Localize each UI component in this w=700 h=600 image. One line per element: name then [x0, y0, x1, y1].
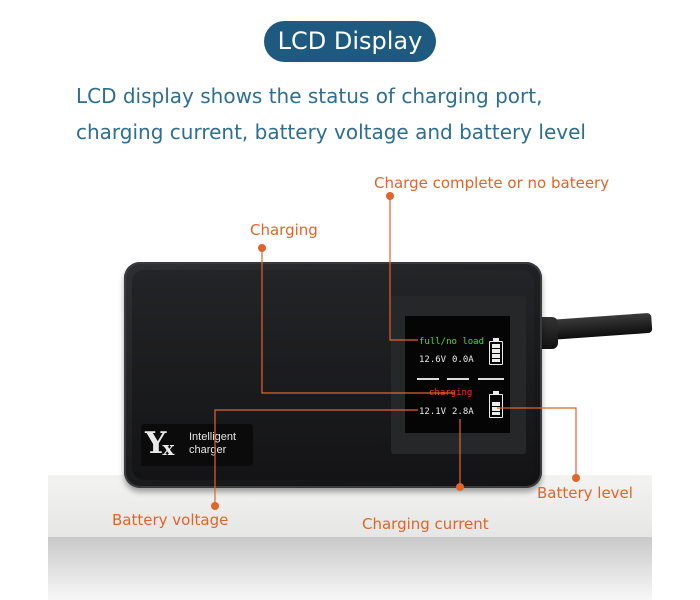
port1-battery-icon — [489, 338, 503, 365]
port2-current: 2.8A — [452, 407, 474, 417]
brand-logo-x: x — [162, 436, 175, 460]
brand-label — [141, 424, 253, 466]
port1-voltage: 12.6V — [419, 355, 447, 365]
port1-battery-segment — [492, 359, 500, 362]
port1-battery-segment — [492, 344, 500, 348]
brand-text-line-1: Intelligent — [189, 431, 237, 443]
callout-line-battery-level — [497, 407, 577, 478]
description-line-1: LCD display shows the status of charging… — [76, 84, 543, 108]
callout-dot-charging — [258, 244, 266, 252]
port2-voltage: 12.1V — [419, 407, 447, 417]
shelf-edge — [48, 537, 652, 600]
callout-dot-battery-voltage — [211, 502, 219, 510]
callout-charging-current: Charging current — [362, 515, 489, 533]
lcd-screen: full/no load 12.6V 0.0A charging 12.1V 2… — [405, 316, 510, 433]
port2-battery-segment — [492, 412, 500, 415]
callout-line-charging — [261, 248, 455, 394]
callout-battery-level: Battery level — [537, 484, 633, 502]
divider-segment — [417, 378, 439, 380]
callout-dot-charging-current — [456, 483, 464, 491]
callout-charge-complete: Charge complete or no bateery — [374, 174, 610, 192]
callout-line-charge-complete — [389, 196, 418, 341]
port1-status: full/no load — [419, 337, 485, 347]
callout-dot-charge-complete — [386, 192, 394, 200]
port1-battery-segment — [492, 349, 500, 353]
port1-current: 0.0A — [452, 355, 474, 365]
section-title-badge: LCD Display — [264, 21, 436, 62]
divider-segment — [478, 378, 504, 380]
brand-text-line-2: charger — [189, 444, 227, 456]
callout-battery-voltage: Battery voltage — [112, 511, 229, 529]
description-line-2: charging current, battery voltage and ba… — [76, 120, 586, 144]
divider-segment — [447, 378, 469, 380]
callout-dot-battery-level — [572, 474, 580, 482]
port2-battery-icon — [489, 391, 503, 418]
port2-battery-segment — [492, 407, 500, 411]
brand-logo-y: Y — [145, 426, 167, 461]
callout-line-battery-voltage — [214, 409, 418, 508]
callout-charging: Charging — [250, 221, 318, 239]
port2-battery-segment — [492, 402, 500, 406]
brand-text: Intelligent charger — [189, 431, 236, 457]
brand-logo: Yx — [145, 427, 178, 463]
port1-battery-segment — [492, 354, 500, 358]
